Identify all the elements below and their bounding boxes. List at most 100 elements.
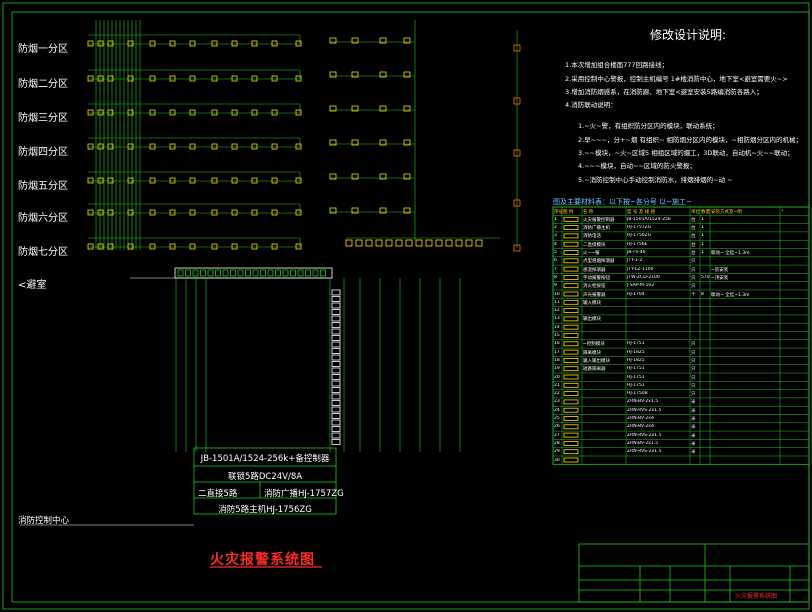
table-cell-17-4: HJ-1825 xyxy=(627,349,645,355)
panel-power-label: 联锁5路DC24V/8A xyxy=(227,472,303,482)
table-cell-8-4: JTW-ZCD-2100 xyxy=(627,274,660,280)
table-cell-5-5: 台 xyxy=(691,251,696,256)
terminal-24 xyxy=(331,439,341,445)
zone3-device-7 xyxy=(189,109,196,116)
zone3-device-12 xyxy=(295,109,302,116)
zone4-device-9 xyxy=(231,143,238,150)
right-device-5-1 xyxy=(329,173,337,180)
table-cell-19-5: 只 xyxy=(691,367,696,373)
table-cell-14-1: 14 xyxy=(554,324,560,330)
table-cell-25-4: ZRN-BV-2x4 xyxy=(627,416,654,421)
terminal-18 xyxy=(331,400,341,406)
module-strip-cell-19 xyxy=(312,269,319,277)
zone5-device-12 xyxy=(295,177,302,184)
table-cell-6-5: 只 xyxy=(691,259,696,265)
zone3-device-10 xyxy=(251,109,258,116)
zone5-device-5 xyxy=(149,177,156,184)
panel-controller-label: JB-1501A/1524-256k+备控制器 xyxy=(200,454,330,464)
right-device-2-3 xyxy=(379,71,387,78)
zone1-device-2 xyxy=(97,40,104,47)
module-strip-cell-10 xyxy=(245,269,251,277)
zone7-device-11 xyxy=(271,243,278,250)
zone-label-8: <避室 xyxy=(18,280,47,291)
table-header-5: 单位 xyxy=(691,209,700,215)
terminal-17 xyxy=(331,393,341,400)
right-device-5-2 xyxy=(351,173,359,180)
right-device-4-1 xyxy=(329,139,337,146)
table-symbol-21 xyxy=(563,382,579,388)
module-strip-cell-5 xyxy=(207,269,214,277)
table-cell-1-5: 台 xyxy=(691,217,696,223)
right-device-1-4 xyxy=(403,37,411,44)
table-cell-23-4: ZRN-BV-2x1.5 xyxy=(627,399,659,405)
right-device-6-4 xyxy=(403,207,411,214)
table-symbol-12 xyxy=(563,308,579,314)
note-item-4: 4.消防联动说明： xyxy=(565,101,617,109)
terminal-14 xyxy=(331,374,341,380)
table-cell-16-4: HJ-1751 xyxy=(627,341,645,347)
table-symbol-10 xyxy=(563,291,579,297)
terminal-9 xyxy=(331,341,341,348)
table-header-7: 安装方式及~明 xyxy=(711,209,742,215)
control-panel xyxy=(193,447,337,515)
zone1-device-5 xyxy=(149,40,156,47)
table-cell-11-3: 输入模块 xyxy=(583,300,601,306)
zone-label-6: 防烟六分区 xyxy=(18,213,68,224)
right-device-4-3 xyxy=(379,139,387,146)
module-strip-cell-16 xyxy=(290,269,296,277)
note-item-7: 3.~~模块，~火~区域5 相组区域的摄工，3D联动，自动机~火~~联动； xyxy=(578,149,794,157)
zone6-device-5 xyxy=(149,209,156,216)
table-cell-25-5: 米 xyxy=(691,417,696,422)
table-cell-18-4: HJ-1825 xyxy=(627,357,645,363)
zone3-device-11 xyxy=(271,109,278,116)
table-cell-10-4: HJ-1704 xyxy=(627,291,645,297)
table-cell-28-4: ZRN-BV-2x1.5 xyxy=(627,440,659,446)
zone6-device-10 xyxy=(251,209,258,216)
table-cell-6-1: 6 xyxy=(554,258,557,264)
table-symbol-29 xyxy=(563,449,579,455)
zone7-device-10 xyxy=(251,243,258,250)
table-symbol-20 xyxy=(563,374,579,380)
terminal-3 xyxy=(331,302,341,309)
basement-device-10 xyxy=(435,239,443,247)
table-cell-9-1: 9 xyxy=(554,283,557,289)
table-symbol-23 xyxy=(563,399,579,405)
zone-label-3: 防烟三分区 xyxy=(18,113,68,124)
zone1-device-12 xyxy=(295,40,302,47)
terminal-21 xyxy=(331,419,341,426)
terminal-20 xyxy=(331,413,341,419)
module-strip-cell-12 xyxy=(260,269,266,277)
far-right-module-5 xyxy=(513,244,521,252)
right-device-1-3 xyxy=(379,37,387,44)
basement-device-12 xyxy=(455,239,463,247)
module-strip-cell-7 xyxy=(222,269,229,277)
panel-broadcast-label: 消防广播HJ-1757ZG xyxy=(264,489,344,499)
table-cell-6-4: JTY-1-2 xyxy=(627,258,643,264)
table-symbol-28 xyxy=(563,440,579,446)
table-cell-4-6: 1 xyxy=(701,241,704,247)
zone1-device-11 xyxy=(271,40,278,47)
table-header-4: 型 号 及 规 格 xyxy=(627,209,656,215)
table-cell-10-1: 10 xyxy=(554,291,560,297)
zone5-device-10 xyxy=(251,177,258,184)
zone6-device-3 xyxy=(107,209,114,216)
zone1-device-6 xyxy=(169,40,176,47)
table-cell-4-3: 二直接模块 xyxy=(583,242,606,248)
terminal-4 xyxy=(331,309,341,315)
table-cell-22-4: HJ-1750B xyxy=(627,391,648,397)
zone2-device-5 xyxy=(149,75,156,82)
zone4-device-10 xyxy=(251,143,258,150)
zone1-device-4 xyxy=(127,40,134,47)
zone-label-4: 防烟四分区 xyxy=(18,147,68,158)
zone5-device-8 xyxy=(211,177,218,184)
table-cell-8-1: 8 xyxy=(554,274,557,280)
module-strip-cell-18 xyxy=(305,269,311,277)
table-cell-19-3: 短路隔离器 xyxy=(583,367,606,373)
table-cell-18-3: 输入输出模块 xyxy=(583,358,610,364)
basement-device-13 xyxy=(465,239,473,247)
zone5-device-6 xyxy=(169,177,176,184)
note-item-6: 2.早~~~，分+~烟 有组织~ 相防烟分区内的模块，~相防烟分区内的机械； xyxy=(578,136,802,144)
table-cell-23-1: 23 xyxy=(554,399,560,405)
terminal-13 xyxy=(331,367,341,374)
note-item-1: 1.本次增加组合楼面777回路接线； xyxy=(565,61,669,69)
